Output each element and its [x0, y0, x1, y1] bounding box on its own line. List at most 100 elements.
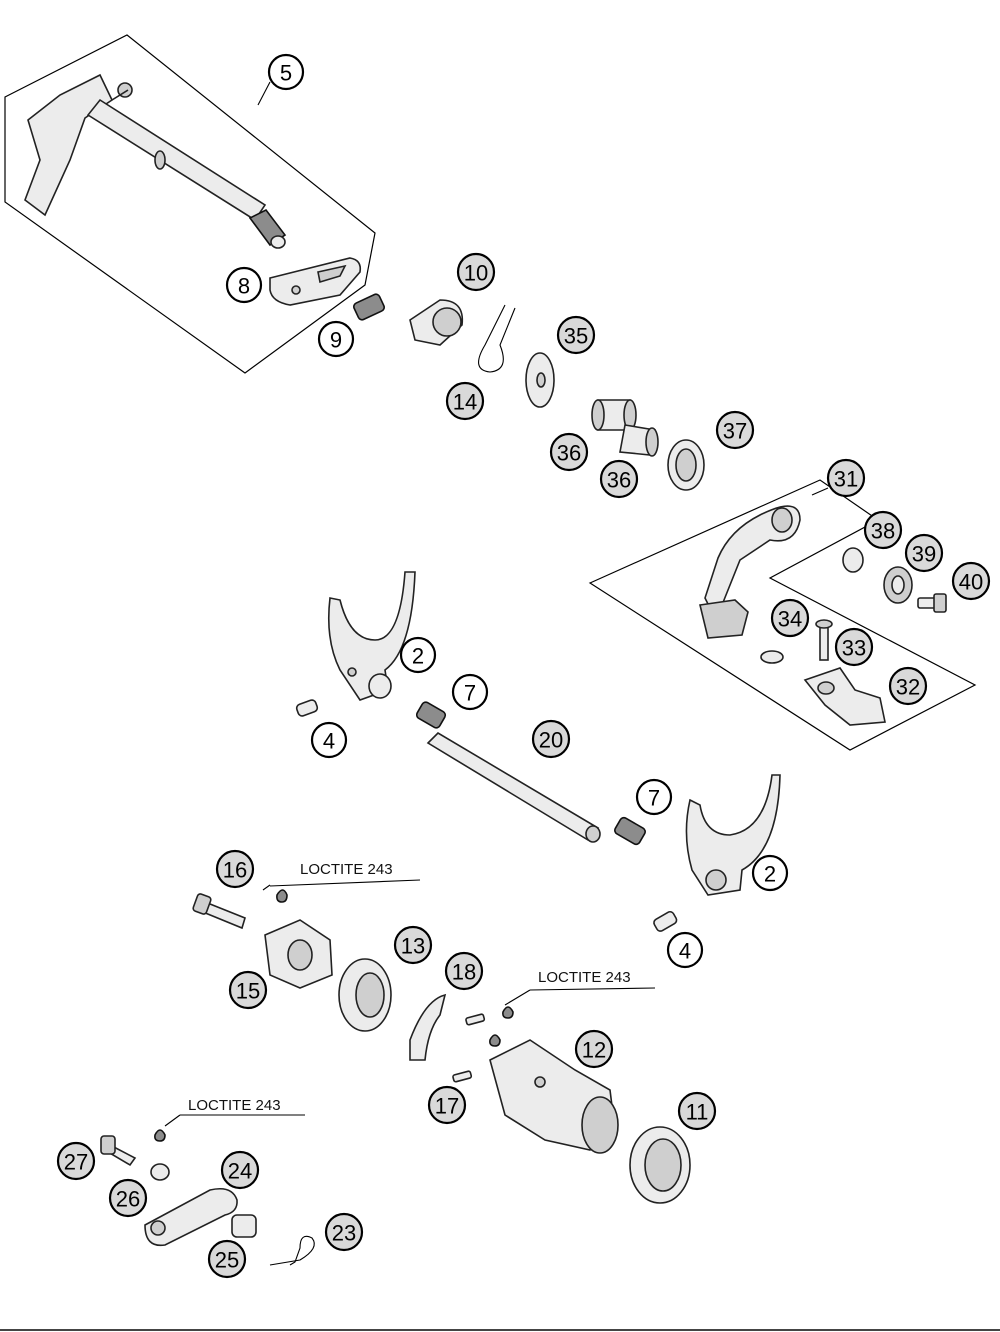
callout-circle	[215, 849, 255, 889]
callout-circle	[834, 627, 874, 667]
callout-label: 39	[912, 542, 936, 567]
shift-drum-part-12	[489, 1039, 619, 1154]
callout-c31: 31	[826, 458, 866, 498]
callout-circle	[635, 778, 673, 816]
callout-circle	[549, 432, 589, 472]
loctite-text-3: LOCTITE 243	[188, 1097, 281, 1114]
callout-circle	[317, 320, 355, 358]
leader-lines	[164, 81, 829, 1127]
callout-c32: 32	[888, 666, 928, 706]
callout-label: 15	[236, 979, 260, 1004]
drop-part-16	[276, 889, 288, 903]
callout-c13: 13	[393, 925, 433, 965]
callout-label: 24	[228, 1159, 252, 1184]
callout-c2a: 2	[399, 636, 437, 674]
spring-clip-part-14	[478, 304, 516, 373]
callout-circle	[715, 410, 755, 450]
callout-label: 31	[834, 467, 858, 492]
callout-label: 10	[464, 261, 488, 286]
shift-lever-part	[699, 505, 801, 639]
callout-circle	[666, 931, 704, 969]
loctite-note-2: LOCTITE 243	[538, 969, 631, 986]
callout-circle	[228, 970, 268, 1010]
retainer-part-18	[409, 993, 447, 1061]
callout-circle	[225, 266, 263, 304]
callout-label: 5	[280, 61, 292, 86]
callout-c24: 24	[220, 1150, 260, 1190]
callout-label: 17	[435, 1094, 459, 1119]
callout-label: 27	[64, 1150, 88, 1175]
callout-circle	[444, 951, 484, 991]
loctite-text-2: LOCTITE 243	[538, 969, 631, 986]
callout-label: 7	[464, 681, 476, 706]
washer-part-24	[150, 1163, 170, 1181]
callout-circle	[556, 315, 596, 355]
callout-c23: 23	[324, 1212, 364, 1252]
ring-part-34	[760, 650, 784, 664]
callout-circle	[599, 459, 639, 499]
callout-label: 4	[679, 939, 691, 964]
shift-shaft-part	[24, 73, 287, 249]
shift-fork-part-2b	[685, 774, 781, 896]
loctite-text-1: LOCTITE 243	[300, 861, 393, 878]
callout-circle	[951, 561, 991, 601]
callout-label: 23	[332, 1221, 356, 1246]
callout-label: 38	[871, 519, 895, 544]
callout-c4b: 4	[666, 931, 704, 969]
callout-circle	[888, 666, 928, 706]
callout-circle	[220, 1150, 260, 1190]
callout-c18: 18	[444, 951, 484, 991]
callout-circle	[445, 381, 485, 421]
callout-c5: 5	[267, 53, 305, 91]
callout-label: 7	[648, 786, 660, 811]
pin-part-4b	[653, 910, 678, 932]
callout-label: 18	[452, 960, 476, 985]
pin-part-4a	[295, 699, 319, 717]
callout-label: 35	[564, 324, 588, 349]
callout-circle	[310, 721, 348, 759]
toothed-washer-part-39	[883, 566, 913, 604]
washer-part-38	[842, 547, 864, 573]
loctite-note-3: LOCTITE 243	[188, 1097, 281, 1114]
callout-c33: 33	[834, 627, 874, 667]
callout-circle	[56, 1141, 96, 1181]
callout-c25: 25	[207, 1239, 247, 1279]
callout-circle	[770, 598, 810, 638]
callout-circle	[677, 1091, 717, 1131]
callout-label: 33	[842, 636, 866, 661]
callout-label: 36	[607, 468, 631, 493]
shift-plate-part	[269, 257, 362, 306]
callout-circle	[751, 854, 789, 892]
callout-c38: 38	[863, 510, 903, 550]
callout-circle	[904, 533, 944, 573]
callout-circle	[826, 458, 866, 498]
ring-part-37	[667, 439, 705, 491]
callout-label: 11	[686, 1100, 709, 1125]
callout-circle	[451, 673, 489, 711]
callout-c26: 26	[108, 1178, 148, 1218]
bearing-part-11	[629, 1126, 691, 1204]
callout-circle	[574, 1029, 614, 1069]
callout-circle	[108, 1178, 148, 1218]
callout-c8: 8	[225, 266, 263, 304]
callout-c10: 10	[456, 252, 496, 292]
callout-c34: 34	[770, 598, 810, 638]
spring-part-7b	[614, 816, 646, 846]
callout-c36b: 36	[599, 459, 639, 499]
callout-c16: 16	[215, 849, 255, 889]
callout-circle	[393, 925, 433, 965]
callout-label: 16	[223, 858, 247, 883]
drop-part-27	[154, 1129, 166, 1142]
callout-circle	[531, 719, 571, 759]
callout-c9: 9	[317, 320, 355, 358]
callout-label: 25	[215, 1248, 239, 1273]
bolt-part-40	[917, 593, 947, 613]
callout-c12: 12	[574, 1029, 614, 1069]
callout-circle	[427, 1085, 467, 1125]
callout-c40: 40	[951, 561, 991, 601]
callout-circle	[324, 1212, 364, 1252]
group-box-shift-lever	[588, 479, 977, 751]
callout-label: 2	[764, 862, 776, 887]
bushing-part-25	[231, 1214, 257, 1238]
